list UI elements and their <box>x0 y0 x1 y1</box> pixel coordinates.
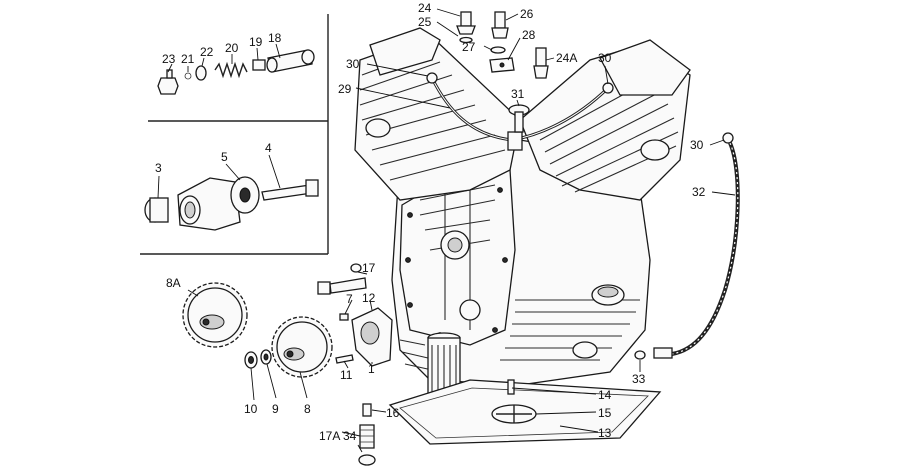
label-22: 22 <box>200 45 214 59</box>
timing-gear-8 <box>271 316 333 378</box>
label-25: 25 <box>418 15 432 29</box>
label-24: 24 <box>418 1 432 15</box>
adapter-28 <box>489 57 515 73</box>
nut-10 <box>244 351 258 369</box>
tee-fitting <box>507 131 523 151</box>
inset-frame <box>140 14 329 255</box>
label-20: 20 <box>225 41 239 55</box>
label-3: 3 <box>155 161 162 175</box>
label-23: 23 <box>162 52 176 66</box>
label-12: 12 <box>362 291 376 305</box>
label-27: 27 <box>462 40 476 54</box>
label-13: 13 <box>598 426 612 440</box>
label-4: 4 <box>265 141 272 155</box>
label-1: 1 <box>368 362 375 376</box>
oil-pump-parts <box>144 176 319 231</box>
label-31: 31 <box>511 87 525 101</box>
oil-hose-32 <box>634 132 740 360</box>
banjo-right <box>602 82 614 94</box>
bolt-14 <box>507 379 515 395</box>
label-5: 5 <box>221 150 228 164</box>
label-19: 19 <box>249 35 263 49</box>
washer-27 <box>490 46 506 54</box>
pin-7 <box>339 313 349 321</box>
spring-20 <box>214 61 248 79</box>
sump-pan <box>388 379 662 445</box>
label-18: 18 <box>268 31 282 45</box>
label-9: 9 <box>272 402 279 416</box>
label-10: 10 <box>244 402 258 416</box>
label-11: 11 <box>340 368 353 382</box>
timing-gear-8a <box>182 282 248 348</box>
label-17: 17 <box>362 261 376 275</box>
label-21: 21 <box>181 52 195 66</box>
label-17a: 17A <box>319 429 340 443</box>
label-28: 28 <box>522 28 536 42</box>
right-cylinder <box>519 39 691 201</box>
banjo-left <box>426 72 438 84</box>
label-30-left: 30 <box>346 57 360 71</box>
sender-24a <box>533 47 549 79</box>
part-labels: 24 25 26 27 28 24A 30 30 30 29 31 32 23 … <box>155 1 706 443</box>
leader-lines <box>157 8 736 453</box>
label-34: 34 <box>343 429 357 443</box>
piston-19 <box>252 59 266 71</box>
label-15: 15 <box>598 406 612 420</box>
label-33: 33 <box>632 372 646 386</box>
pressure-switch-24 <box>456 11 476 44</box>
relief-valve-parts <box>157 49 315 95</box>
washer-9 <box>260 349 272 365</box>
engine-block <box>391 139 651 386</box>
label-32: 32 <box>692 185 706 199</box>
label-14: 14 <box>598 388 612 402</box>
bolt-17 <box>317 263 367 295</box>
label-26: 26 <box>520 7 534 21</box>
label-16: 16 <box>386 406 400 420</box>
left-cylinder <box>354 27 521 201</box>
label-29: 29 <box>338 82 352 96</box>
label-30-hose: 30 <box>690 138 704 152</box>
drain-parts <box>358 403 376 466</box>
plug-23 <box>157 77 179 95</box>
label-8: 8 <box>304 402 311 416</box>
label-30-right: 30 <box>598 51 612 65</box>
label-24a: 24A <box>556 51 577 65</box>
label-8a: 8A <box>166 276 181 290</box>
screw-11 <box>335 354 354 364</box>
sender-26 <box>491 11 509 39</box>
label-7: 7 <box>346 292 353 306</box>
